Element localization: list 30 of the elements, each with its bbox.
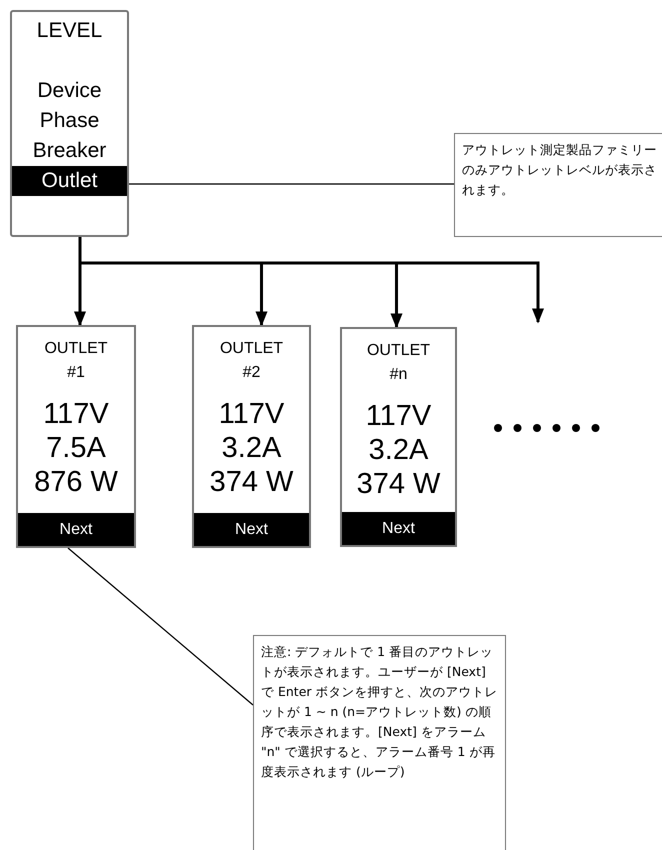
reading-value: 3.2A <box>368 433 428 467</box>
next-softkey: Next <box>342 512 455 545</box>
reading-value: 117V <box>366 399 432 433</box>
reading-value: 876 W <box>34 465 118 499</box>
note-text: アウトレット測定製品ファミリーのみアウトレットレベルが表示されます。 <box>462 142 657 197</box>
menu-item: Device <box>37 78 102 104</box>
screen-title: LEVEL <box>36 18 102 44</box>
screen-title: OUTLET #1 <box>43 339 109 383</box>
screen-title: OUTLET #n <box>366 341 432 385</box>
menu-item: Breaker <box>32 138 106 164</box>
leader-line <box>129 183 454 185</box>
screen-box <box>340 327 457 547</box>
reading-value: 374 W <box>210 465 294 499</box>
reading-value: 3.2A <box>222 431 282 465</box>
note-box <box>253 635 506 850</box>
screen-box <box>192 325 311 548</box>
highlighted-menu-item: Outlet <box>12 166 127 196</box>
reading-value: 117V <box>43 397 109 431</box>
reading-value: 7.5A <box>46 431 106 465</box>
screen-box <box>10 10 129 237</box>
next-softkey: Next <box>18 513 134 546</box>
screen-title: OUTLET #2 <box>218 339 284 383</box>
note-box <box>454 133 662 237</box>
screen-box <box>16 325 136 548</box>
menu-item: Phase <box>40 108 100 134</box>
next-softkey: Next <box>194 513 309 546</box>
note-text: 注意: デフォルトで 1 番目のアウトレットが表示されます。ユーザーが [Next] で Enter ボタンを押すと、次のアウトレットが 1 ~ n (n=アウトレット数) の順序で表示されます。[Next] をアラーム "n" で選択すると、アラーム番号 1 が再度表示されます (ループ) <box>261 644 498 779</box>
reading-value: 117V <box>218 397 284 431</box>
leader-line <box>68 548 254 706</box>
reading-value: 374 W <box>356 467 440 501</box>
